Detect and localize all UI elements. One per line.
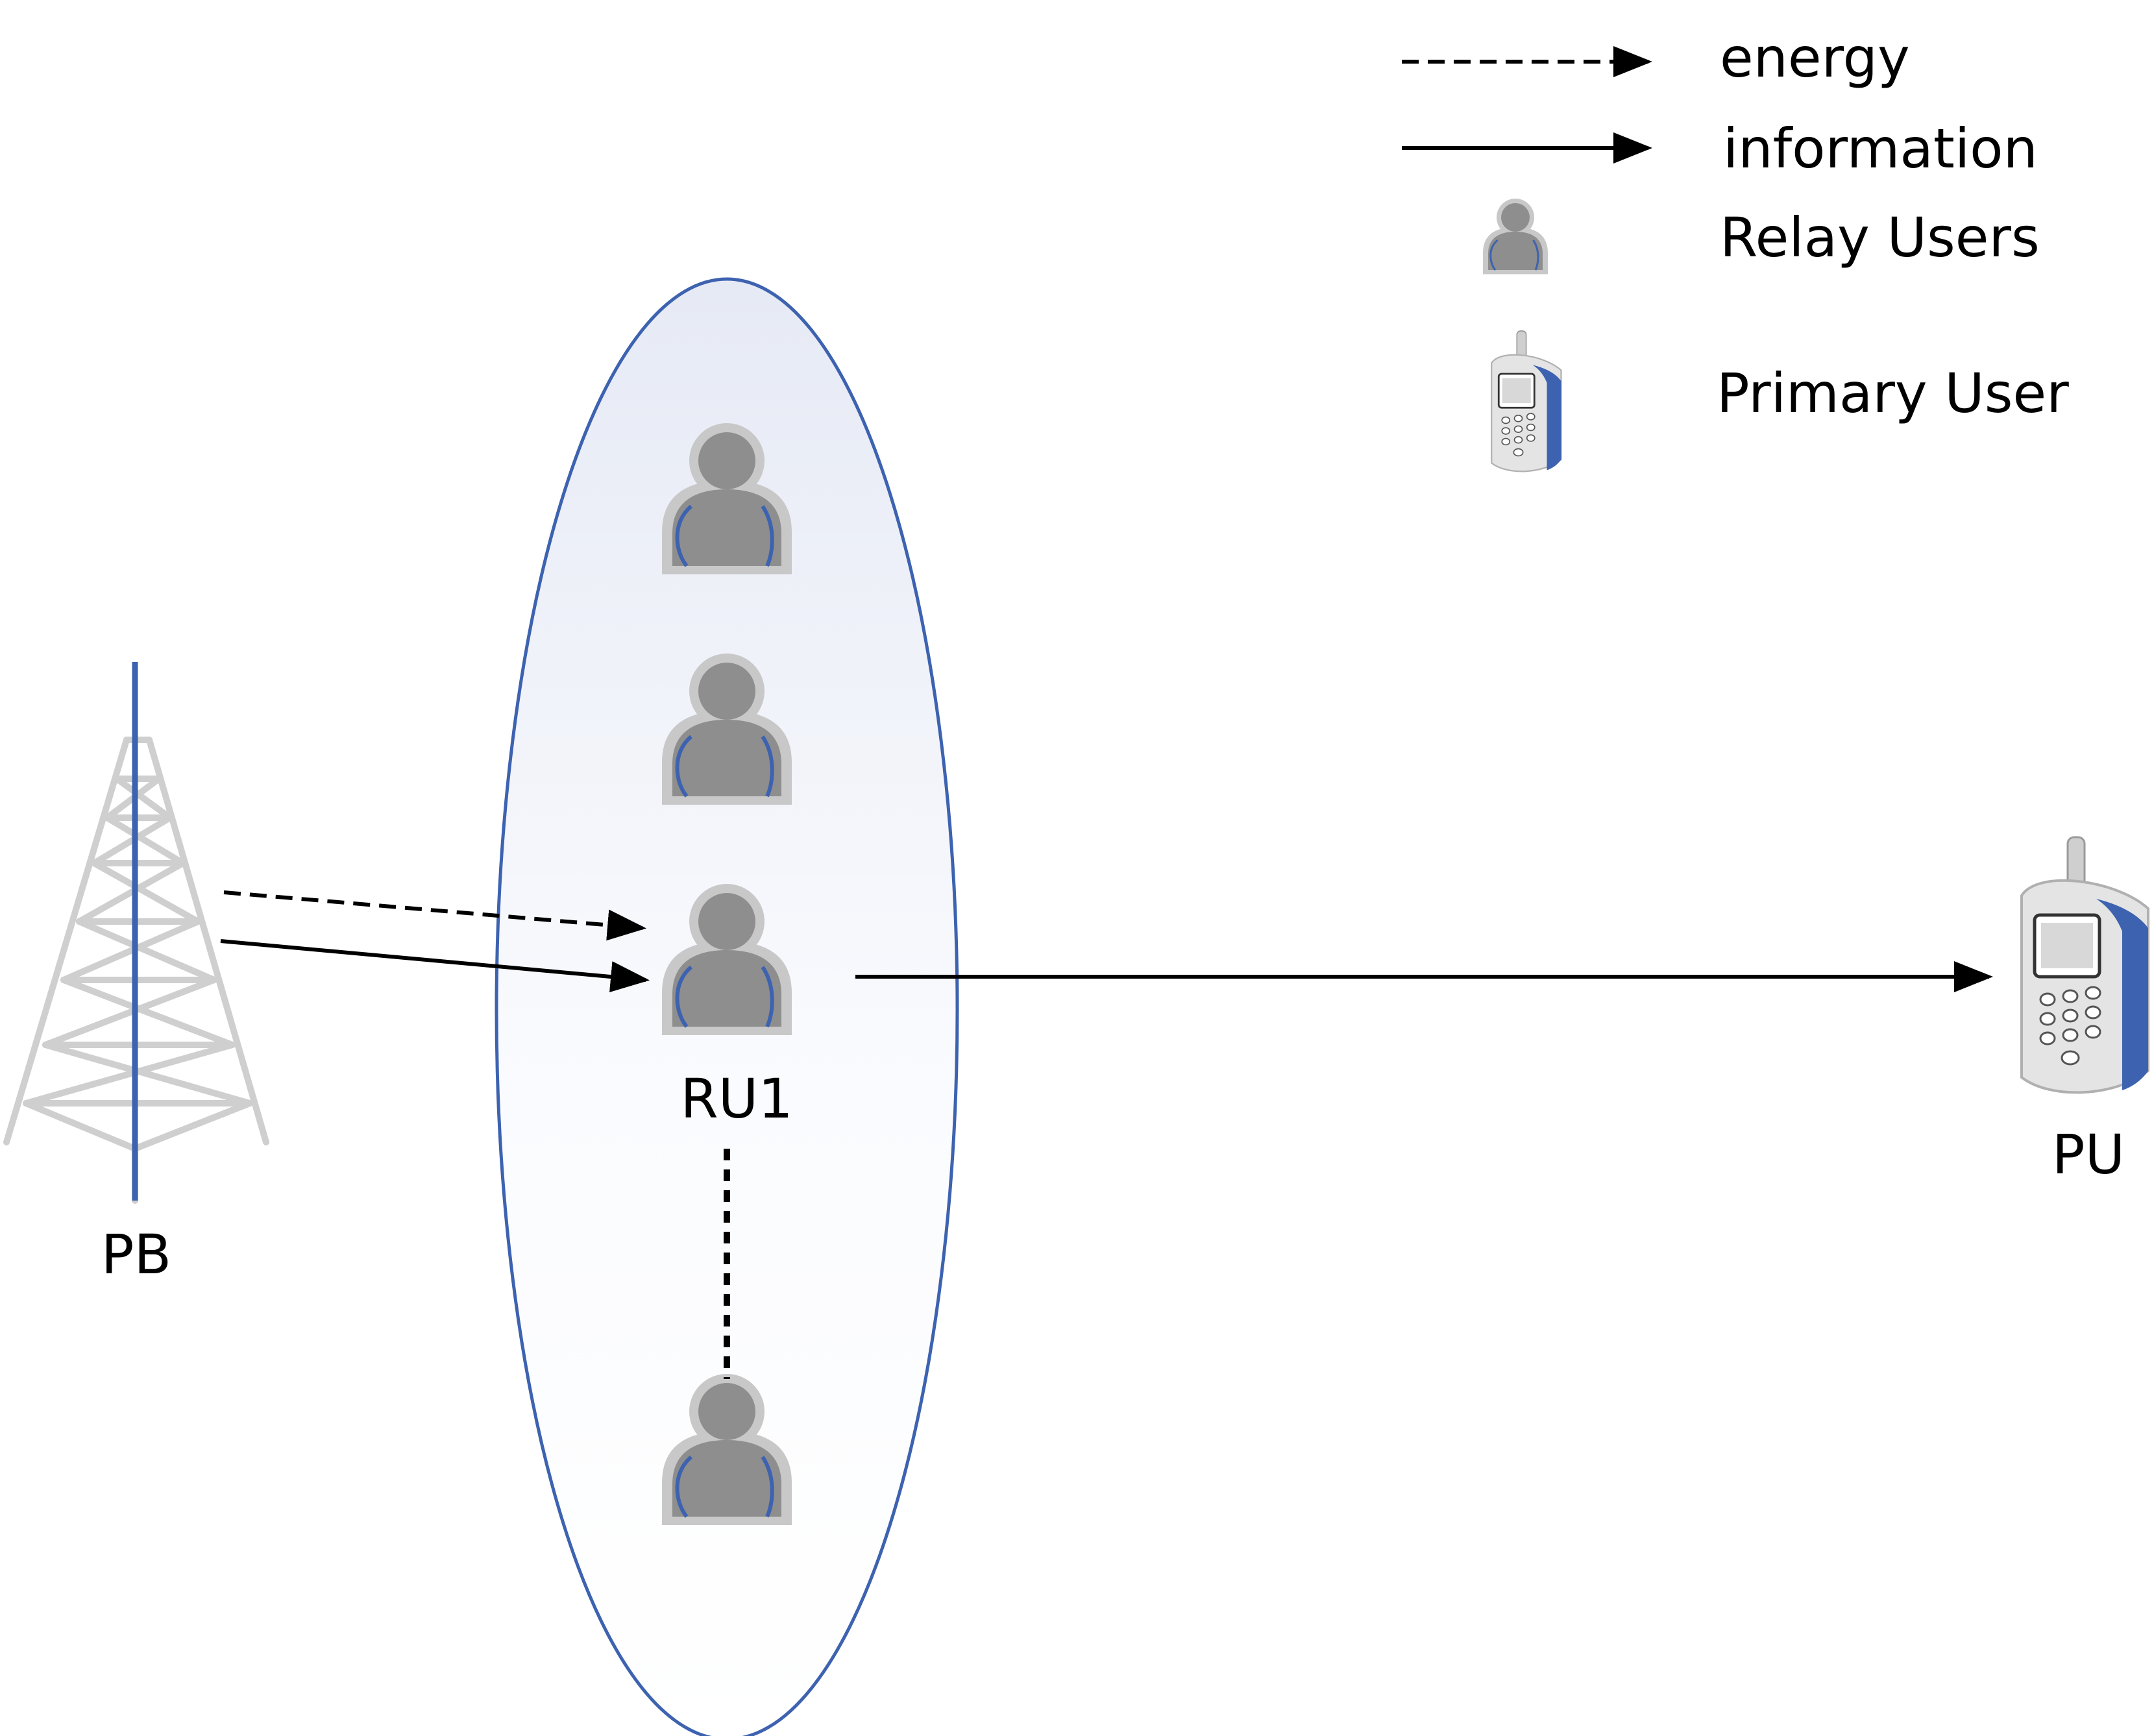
legend-phone-icon — [1490, 330, 1562, 472]
information-transfer-arrow — [220, 939, 650, 992]
legend-primary-user-label: Primary User — [1717, 361, 2069, 425]
legend-person-icon — [1482, 197, 1549, 275]
legend-information-label: information — [1723, 117, 2038, 180]
transmission-tower-icon — [3, 662, 269, 1204]
relay-user-1-label: RU1 — [680, 1067, 792, 1131]
primary-user-label: PU — [2052, 1123, 2125, 1186]
energy-transfer-arrow — [223, 890, 646, 941]
legend: energy information Relay Users Primary U… — [1402, 26, 2069, 472]
mobile-phone-icon — [2022, 837, 2148, 1092]
power-beacon-label: PB — [101, 1223, 171, 1286]
legend-relay-users-label: Relay Users — [1720, 206, 2040, 269]
legend-energy-label: energy — [1720, 26, 1910, 90]
